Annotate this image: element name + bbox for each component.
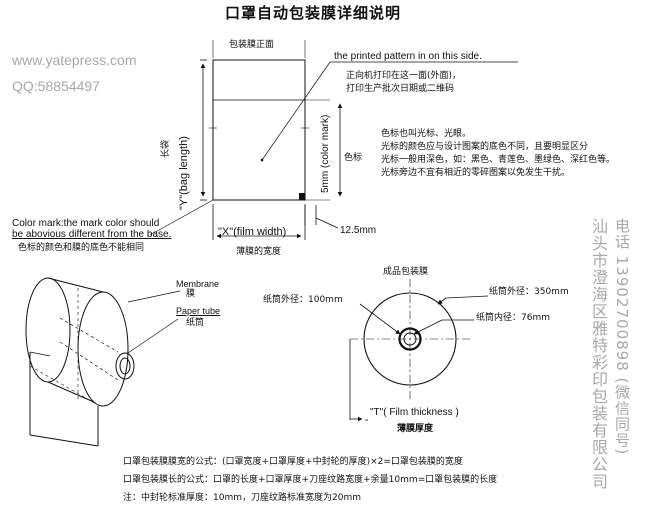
membrane-en: Membrane <box>176 279 220 289</box>
printed-side-cn-2: 打印生产批次日期或二维码 <box>346 84 455 94</box>
formula-width: 口罩包装膜膜宽的公式：(口罩宽度+口罩厚度+中封轮的厚度)×2=口罩包装膜的宽度 <box>123 457 463 467</box>
film-thickness-cn: 薄膜厚度 <box>397 424 434 434</box>
color-mark-note-4: 光标旁边不宜有相近的零碎图案以免发生干扰。 <box>381 168 571 178</box>
membrane-cn: 膜 <box>186 289 196 299</box>
color-mark-note-2: 光标的颜色应与设计图案的底色不同，且要明显区分 <box>381 142 589 152</box>
printed-side-en: the printed pattern in on this side. <box>334 51 482 62</box>
finished-roll <box>349 279 489 421</box>
phone-watermark: 电话 13902700898 (微信同号) <box>613 218 631 456</box>
color-mark-note-3: 光标一般用深色，如：黑色、青莲色、墨绿色、深红色等。 <box>381 155 616 165</box>
bag-length-en: "Y"(bag length) <box>178 136 190 210</box>
page-title: 口罩自动包装膜详细说明 <box>225 4 402 22</box>
website-watermark: www.yatepress.com <box>12 52 137 68</box>
tube-outer-left: 纸筒外径：100mm <box>263 295 343 305</box>
paper-tube-cn: 纸筒 <box>186 318 205 328</box>
film-width-cn: 薄膜的宽度 <box>236 247 282 257</box>
film-roll <box>25 277 181 447</box>
finished-roll-title: 成品包装膜 <box>383 267 429 277</box>
mark-offset: 12.5mm <box>340 225 377 236</box>
tube-outer-right: 纸筒外径：350mm <box>489 287 569 297</box>
tube-inner: 纸筒内径：76mm <box>476 313 550 323</box>
color-mark-en-2: be abovious different from the base. <box>12 229 172 240</box>
color-mark-cn-note: 色标的颜色和膜的底色不能相同 <box>18 243 145 253</box>
formula-length: 口罩包装膜长的公式：口罩的长度+口罩厚度+刀座纹路宽度+余量10mm=口罩包装膜… <box>123 475 498 485</box>
color-mark <box>299 193 305 200</box>
bag-length-dimension <box>200 59 207 201</box>
company-watermark: 汕头市澄海区雅特彩印包装有限公司 <box>589 218 608 490</box>
color-mark-leader <box>149 199 214 236</box>
film-front-label: 包装膜正面 <box>229 40 275 50</box>
color-mark-size: 5mm (color mark) <box>320 114 331 193</box>
printed-leader <box>261 61 331 161</box>
film-width-en: "X"(film width) <box>218 226 287 238</box>
film-width-dimension <box>212 204 306 240</box>
film-thickness-en: "T"( Film thickness ) <box>370 407 459 418</box>
color-mark-cn: 色标 <box>344 153 363 163</box>
color-mark-en-1: Color mark:the mark color should <box>12 218 160 229</box>
film-sheet <box>209 40 330 201</box>
bag-length-cn: 长袋 <box>161 139 171 158</box>
printed-side-cn-1: 正向机打印在这一面(外面)， <box>346 71 462 81</box>
paper-tube-en: Paper tube <box>176 306 221 316</box>
color-mark-note-1: 色标也叫光标、光眼。 <box>381 129 472 139</box>
formula-note: 注：中封轮标准厚度：10mm，刀座纹路标准宽度为20mm <box>123 493 361 503</box>
qq-watermark: QQ:58854497 <box>12 78 100 94</box>
